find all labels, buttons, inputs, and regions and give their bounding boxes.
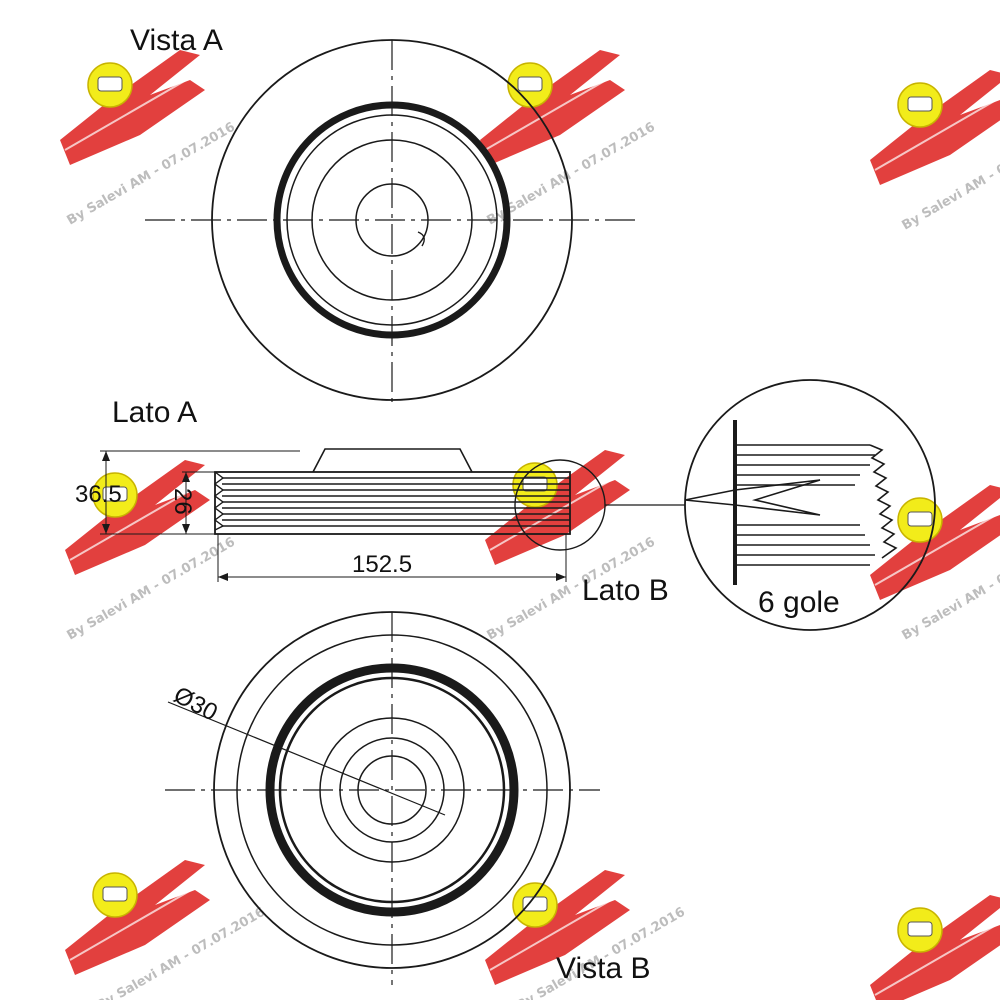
vista-b-label: Vista B [556,952,651,985]
lato-a-label: Lato A [112,396,197,429]
dim-pulley-height: 26 [169,488,196,515]
dim-diameter: 152.5 [352,551,412,578]
dim-overall-height: 36.5 [75,481,122,508]
dim-bore: Ø30 [169,681,222,726]
lato-b-label: Lato B [582,574,669,607]
watermark-logo [869,69,1000,186]
vista-a-label: Vista A [130,24,223,57]
grooves-label: 6 gole [758,586,840,619]
groove-detail [684,379,936,631]
vista-a-view [145,39,640,405]
watermark-logo [64,459,211,576]
watermark-logo [869,894,1000,1000]
vista-b-view [165,611,600,985]
side-view [100,448,685,582]
